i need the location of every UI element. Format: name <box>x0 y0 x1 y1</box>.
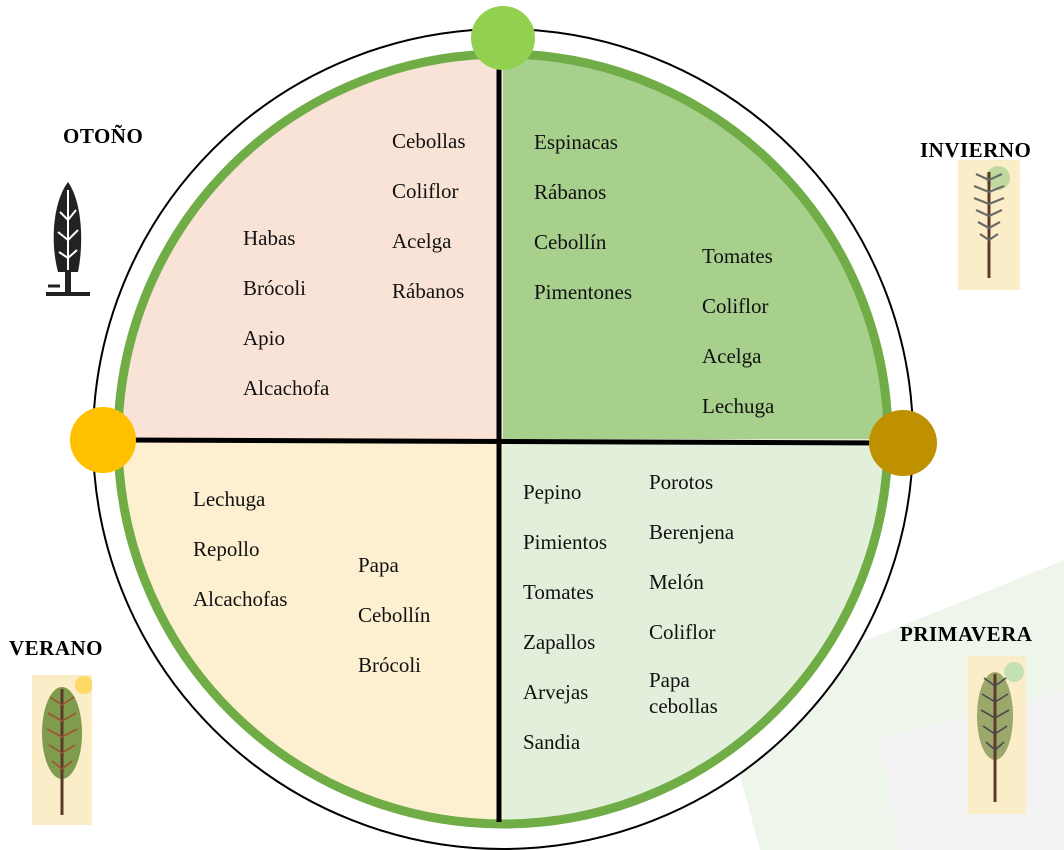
label-autumn: OTOÑO <box>63 124 144 148</box>
list-item-line: Papa <box>649 668 690 692</box>
label-winter: INVIERNO <box>920 138 1032 162</box>
winter-list-1: Espinacas Rábanos Cebollín Pimentones <box>534 117 632 317</box>
list-item: Apio <box>243 326 285 350</box>
list-item: Tomates <box>523 580 594 604</box>
label-summer: VERANO <box>9 636 104 660</box>
node-right <box>869 410 937 476</box>
list-item: Coliflor <box>702 294 769 318</box>
quadrant-autumn <box>118 54 503 439</box>
leafy-tree-icon <box>32 675 92 825</box>
winter-list-2: Tomates Coliflor Acelga Lechuga <box>702 231 774 431</box>
list-item-line: cebollas <box>649 694 718 718</box>
list-item: Pimientos <box>523 530 608 554</box>
quadrant-winter <box>503 54 888 439</box>
label-spring: PRIMAVERA <box>900 622 1033 646</box>
autumn-list-2: Cebollas Coliflor Acelga Rábanos <box>392 116 466 316</box>
list-item: Espinacas <box>534 130 618 154</box>
list-item: Papa <box>358 553 399 577</box>
autumn-list-1: Habas Brócoli Apio Alcachofa <box>243 213 329 413</box>
list-item: Acelga <box>392 229 452 253</box>
list-item: Habas <box>243 226 296 250</box>
summer-list-2: Papa Cebollín Brócoli <box>358 540 430 690</box>
node-top <box>471 6 535 70</box>
list-item: Arvejas <box>523 680 589 704</box>
list-item: Melón <box>649 570 704 594</box>
list-item: Coliflor <box>392 179 459 203</box>
list-item: Repollo <box>193 537 260 561</box>
list-item: Sandia <box>523 730 581 754</box>
budding-tree-icon <box>968 656 1026 814</box>
bare-tree-icon <box>46 182 90 296</box>
sprouting-tree-icon <box>958 160 1020 290</box>
node-left <box>70 407 136 473</box>
list-item: Brócoli <box>358 653 421 677</box>
list-item: Rábanos <box>392 279 465 303</box>
list-item: Zapallos <box>523 630 596 654</box>
list-item: Cebollas <box>392 129 466 153</box>
list-item: Berenjena <box>649 520 735 544</box>
quadrant-summer <box>118 439 503 824</box>
list-item: Porotos <box>649 470 714 494</box>
list-item: Alcachofa <box>243 376 330 400</box>
list-item: Pimentones <box>534 280 632 304</box>
list-item: Brócoli <box>243 276 306 300</box>
spring-list-2: Porotos Berenjena Melón Coliflor Papa ce… <box>649 457 734 719</box>
list-item: Cebollín <box>358 603 431 627</box>
list-item: Cebollín <box>534 230 607 254</box>
list-item: Pepino <box>523 480 582 504</box>
horizontal-divider <box>119 437 887 446</box>
spring-list-1: Pepino Pimientos Tomates Zapallos Arveja… <box>523 467 607 767</box>
list-item: Acelga <box>702 344 762 368</box>
list-item: Tomates <box>702 244 773 268</box>
list-item: Coliflor <box>649 620 716 644</box>
summer-list-1: Lechuga Repollo Alcachofas <box>193 474 287 624</box>
quadrant-spring <box>503 439 888 824</box>
list-item: Lechuga <box>702 394 775 418</box>
list-item: Alcachofas <box>193 587 288 611</box>
list-item: Papa cebollas <box>649 657 734 719</box>
list-item: Lechuga <box>193 487 266 511</box>
list-item: Rábanos <box>534 180 607 204</box>
